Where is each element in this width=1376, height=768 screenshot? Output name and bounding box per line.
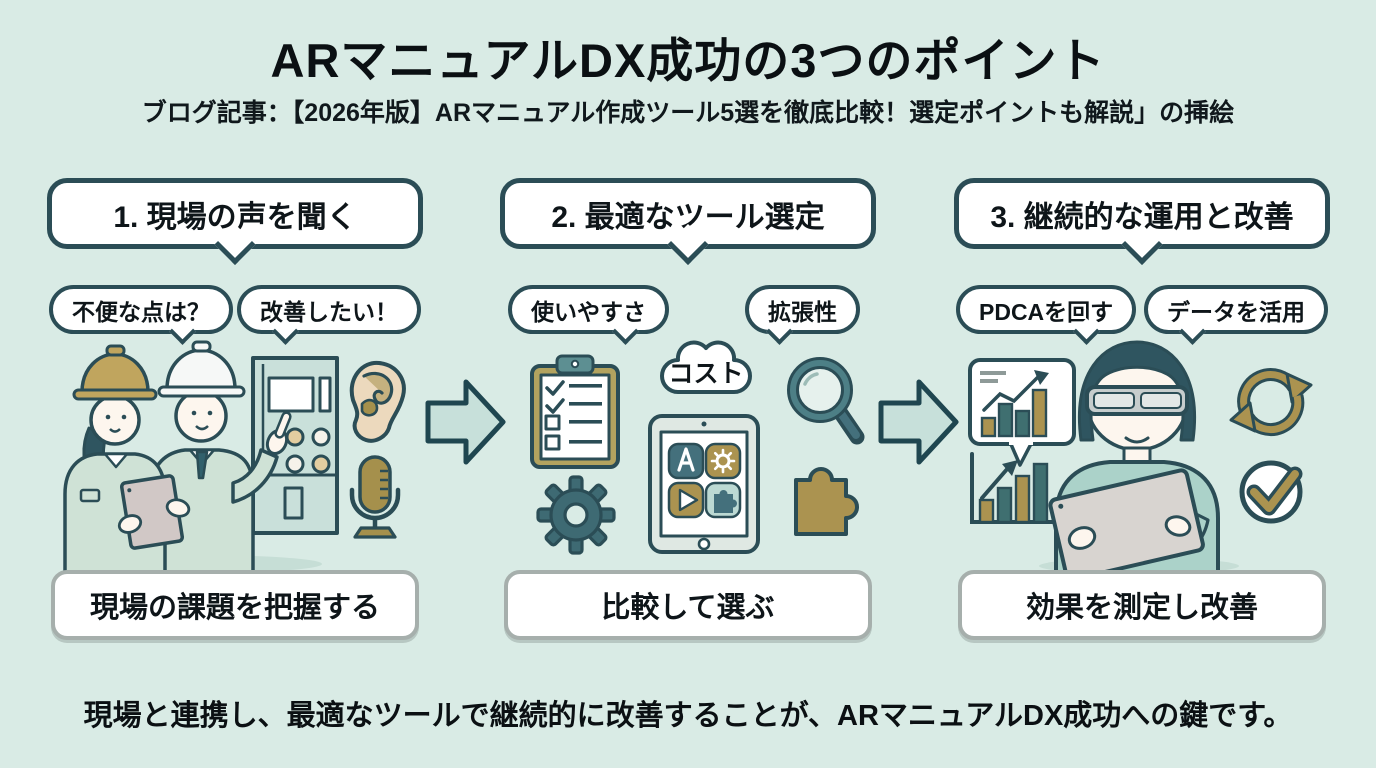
step-3-header-text: 3. 継続的な運用と改善: [990, 200, 1294, 234]
step-2-summary-label: 比較して選ぶ: [504, 570, 872, 640]
gear-icon: [536, 475, 616, 555]
play-app-icon: [678, 488, 699, 512]
page-subtitle: ブログ記事：【2026年版】ARマニュアル作成ツール5選を徹底比較！選定ポイント…: [141, 99, 1235, 127]
step-1-header-text: 1. 現場の声を聞く: [113, 200, 357, 234]
gear-app-icon: [710, 448, 736, 474]
step-3-header-bubble: 3. 継続的な運用と改善: [954, 178, 1330, 249]
cost-cloud: コスト: [660, 340, 752, 394]
step-1-summary-label: 現場の課題を把握する: [51, 570, 419, 640]
tablet: [117, 474, 191, 550]
step-1-listen-to-field: 1. 現場の声を聞く 不便な点は？ 改善したい！: [47, 178, 423, 648]
puzzle-piece-icon: [794, 467, 859, 536]
label-text: 比較して選ぶ: [601, 592, 775, 624]
ear-icon: [349, 360, 406, 443]
step-2-header-text: 2. 最適なツール選定: [551, 200, 825, 234]
checklist-clipboard-icon: [530, 354, 620, 469]
microphone-icon: [349, 455, 401, 539]
magnifier-icon: [787, 357, 865, 445]
step-3-bubble-data: データを活用: [1144, 285, 1328, 334]
step-2-illustration: コスト: [530, 340, 865, 555]
growth-chart-icon: [970, 452, 1056, 524]
page-title: ARマニュアルDX成功の3つのポイント: [270, 34, 1106, 87]
bubble-text: 不便な点は？: [72, 298, 210, 325]
step-3-summary-label: 効果を測定し改善: [958, 570, 1326, 640]
bubble-text: 拡張性: [768, 298, 837, 325]
label-text: 現場の課題を把握する: [89, 592, 380, 624]
step-3-continuous-improvement: 3. 継続的な運用と改善 PDCAを回す データを活用: [954, 178, 1330, 648]
step-3-bubble-pdca: PDCAを回す: [956, 285, 1137, 334]
footer-key-message: 現場と連携し、最適なツールで継続的に改善することが、ARマニュアルDX成功への鍵…: [83, 700, 1293, 732]
bubble-text: 改善したい！: [260, 298, 398, 325]
ar-glasses-user-with-tablet: [1048, 340, 1220, 572]
flow-arrow-icon: [878, 379, 959, 465]
bubble-text: PDCAを回す: [979, 298, 1114, 325]
step-2-bubble-usability: 使いやすさ: [508, 285, 669, 334]
step-1-illustration: [63, 340, 406, 572]
tablet-with-app-icons: [648, 414, 760, 554]
step-2-header-bubble: 2. 最適なツール選定: [500, 178, 876, 249]
step-3-illustration: [968, 340, 1313, 572]
step-1-bubble-improve: 改善したい！: [237, 285, 421, 334]
step-1-header-bubble: 1. 現場の声を聞く: [47, 178, 423, 249]
refresh-cycle-icon: [1229, 368, 1313, 436]
step-2-bubble-extensibility: 拡張性: [745, 285, 860, 334]
step-1-bubble-inconvenience: 不便な点は？: [49, 285, 233, 334]
step-2-select-tool: 2. 最適なツール選定 使いやすさ 拡張性 コスト: [500, 178, 876, 648]
bubble-text: 使いやすさ: [531, 298, 646, 325]
check-circle-icon: [1239, 460, 1303, 524]
label-text: 効果を測定し改善: [1025, 592, 1258, 624]
control-panel: [251, 356, 339, 535]
app-store-icon: [677, 447, 695, 472]
puzzle-app-icon: [714, 490, 737, 513]
bar-chart-bubble: [968, 358, 1076, 467]
bubble-text: データを活用: [1167, 298, 1305, 325]
flow-arrow-icon: [425, 379, 506, 465]
cost-cloud-text: コスト: [668, 360, 743, 388]
